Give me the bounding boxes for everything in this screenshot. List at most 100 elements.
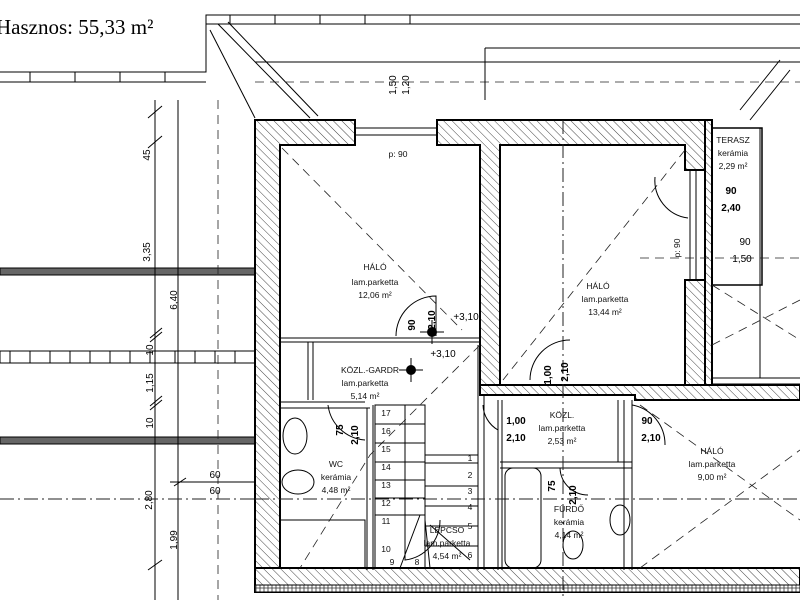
svg-text:lam.parketta: lam.parketta xyxy=(689,459,736,469)
door-b2-width: 1,00 xyxy=(543,365,554,385)
svg-text:KÖZL.: KÖZL. xyxy=(550,410,575,420)
stair-step: 12 xyxy=(381,498,391,508)
svg-text:lam.parketta: lam.parketta xyxy=(582,294,629,304)
bathtub xyxy=(504,467,542,569)
stair-step: 8 xyxy=(415,557,420,567)
svg-text:kerámia: kerámia xyxy=(554,517,585,527)
svg-text:2,29 m²: 2,29 m² xyxy=(719,161,748,171)
svg-text:HÁLÓ: HÁLÓ xyxy=(586,281,610,291)
stair-step: 2 xyxy=(468,470,473,480)
svg-text:TERASZ: TERASZ xyxy=(716,135,750,145)
stair-step: 6 xyxy=(468,550,473,560)
roof-dim-2: 1,20 xyxy=(401,75,412,95)
svg-text:9,00 m²: 9,00 m² xyxy=(698,472,727,482)
left-roof-section xyxy=(0,100,256,600)
dim-left-7: 1,99 xyxy=(169,530,180,550)
svg-text:4,14 m²: 4,14 m² xyxy=(555,530,584,540)
dim-left-1: 3,35 xyxy=(142,242,153,262)
window-terrace-width: 90 xyxy=(739,237,751,248)
svg-text:5,14 m²: 5,14 m² xyxy=(351,391,380,401)
door-terrace-width: 90 xyxy=(725,186,737,197)
staircase xyxy=(374,404,479,569)
toilet-bath xyxy=(562,530,584,560)
dim-left-8: 60 xyxy=(209,470,221,481)
door-halo3-width: 90 xyxy=(641,416,653,427)
svg-text:lam.parketta: lam.parketta xyxy=(424,538,471,548)
door-swings xyxy=(327,176,689,496)
svg-text:4,48 m²: 4,48 m² xyxy=(322,485,351,495)
terrace xyxy=(640,127,800,385)
useful-area-label: Hasznos: 55,33 m² xyxy=(0,15,153,39)
door-wc-height: 2,10 xyxy=(350,425,361,445)
svg-text:lam.parketta: lam.parketta xyxy=(352,277,399,287)
svg-text:FÜRDŐ: FÜRDŐ xyxy=(554,504,585,514)
washbasin-wc xyxy=(282,417,308,455)
room-diagonals xyxy=(255,120,800,600)
level-label: +3,10 xyxy=(453,312,479,323)
svg-text:kerámia: kerámia xyxy=(321,472,352,482)
dim-left-6: 2,80 xyxy=(144,490,155,510)
svg-text:4,54 m²: 4,54 m² xyxy=(433,551,462,561)
door-b1-width: 90 xyxy=(407,319,418,331)
door-halo3-height: 2,10 xyxy=(641,433,661,444)
door-furdo-height: 2,10 xyxy=(568,485,579,505)
dim-left-5: 10 xyxy=(145,417,156,429)
room-label-furdo: FÜRDŐ kerámia 4,14 m² xyxy=(554,504,585,540)
door-b2-height: 2,10 xyxy=(560,362,571,382)
stair-step: 13 xyxy=(381,480,391,490)
level-label: +3,10 xyxy=(430,349,456,360)
svg-text:kerámia: kerámia xyxy=(718,148,749,158)
door-kozl-width: 1,00 xyxy=(506,416,526,427)
svg-text:12,06 m²: 12,06 m² xyxy=(358,290,392,300)
door-wc-width: 75 xyxy=(335,424,346,436)
window-label-right: p: 90 xyxy=(672,238,682,257)
room-label-halo-1: HÁLÓ lam.parketta 12,06 m² xyxy=(352,262,399,300)
stair-step: 15 xyxy=(381,444,391,454)
room-label-kozl-gardr: KÖZL.-GARDR lam.parketta 5,14 m² xyxy=(341,365,399,401)
dim-left-2: 6,40 xyxy=(169,290,180,310)
svg-text:2,53 m²: 2,53 m² xyxy=(548,436,577,446)
svg-text:WC: WC xyxy=(329,459,343,469)
svg-text:HÁLÓ: HÁLÓ xyxy=(700,446,724,456)
stair-step: 5 xyxy=(468,521,473,531)
dim-left-4: 1,15 xyxy=(145,373,156,393)
window-label-top: p: 90 xyxy=(389,149,408,159)
fixtures xyxy=(279,417,631,569)
svg-text:KÖZL.-GARDR: KÖZL.-GARDR xyxy=(341,365,399,375)
dim-left-9: 60 xyxy=(209,486,221,497)
stair-step: 10 xyxy=(381,544,391,554)
room-label-halo-2: HÁLÓ lam.parketta 13,44 m² xyxy=(582,281,629,317)
roof-outline xyxy=(0,14,800,121)
stair-step: 3 xyxy=(468,486,473,496)
door-b1-height: 2,10 xyxy=(427,310,438,330)
dim-left-3: 10 xyxy=(145,344,156,356)
door-furdo-width: 75 xyxy=(547,480,558,492)
door-kozl-height: 2,10 xyxy=(506,433,526,444)
stair-step: 17 xyxy=(381,408,391,418)
toilet-wc xyxy=(281,469,315,495)
stair-step: 14 xyxy=(381,462,391,472)
washbasin-bath xyxy=(609,504,631,536)
room-label-wc: WC kerámia 4,48 m² xyxy=(321,459,352,495)
room-label-kozl: KÖZL. lam.parketta 2,53 m² xyxy=(539,410,586,446)
svg-text:lam.parketta: lam.parketta xyxy=(539,423,586,433)
door-terrace-height: 2,40 xyxy=(721,203,741,214)
stair-step: 9 xyxy=(390,557,395,567)
roof-dim-1: 1,50 xyxy=(388,75,399,95)
svg-text:LÉPCSŐ: LÉPCSŐ xyxy=(430,525,465,535)
room-label-halo-3: HÁLÓ lam.parketta 9,00 m² xyxy=(689,446,736,482)
room-label-lepcso: LÉPCSŐ lam.parketta 4,54 m² xyxy=(424,525,471,561)
window-terrace-height: 1,50 xyxy=(732,254,752,265)
svg-text:lam.parketta: lam.parketta xyxy=(342,378,389,388)
svg-text:HÁLÓ: HÁLÓ xyxy=(363,262,387,272)
stair-step: 16 xyxy=(381,426,391,436)
walls xyxy=(254,119,800,593)
stair-step: 1 xyxy=(468,453,473,463)
dim-left-0: 45 xyxy=(142,149,153,161)
svg-text:13,44 m²: 13,44 m² xyxy=(588,307,622,317)
stair-step: 11 xyxy=(382,516,391,526)
stair-step: 4 xyxy=(468,502,473,512)
shower-wc xyxy=(279,519,366,569)
level-marker-icon xyxy=(399,320,444,382)
